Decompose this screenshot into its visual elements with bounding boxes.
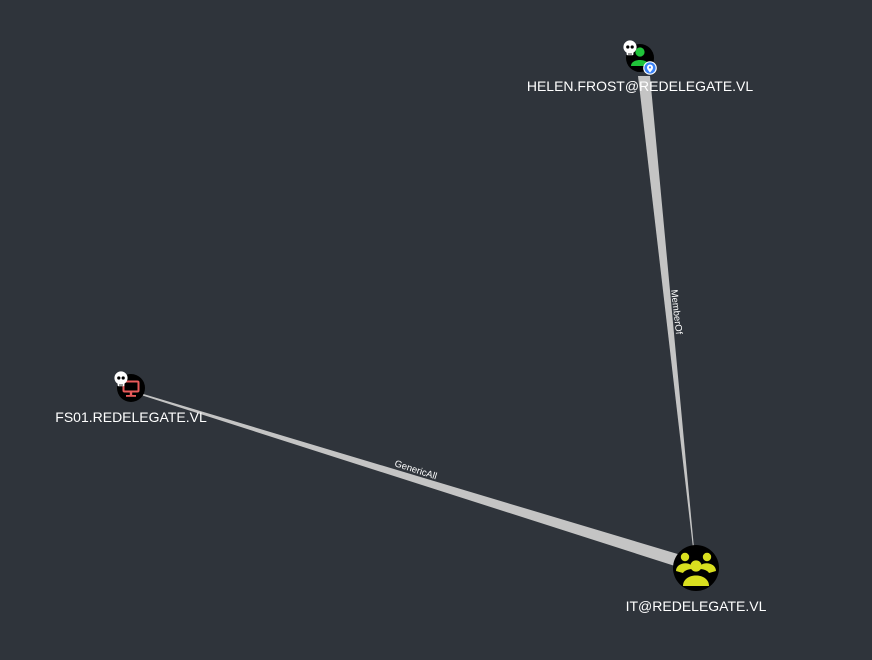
monitor-icon [122, 380, 140, 397]
node-label: IT@REDELEGATE.VL [626, 598, 767, 614]
node-it[interactable]: IT@REDELEGATE.VL [626, 545, 767, 614]
group-icon [676, 552, 716, 586]
edge-memberof[interactable]: MemberOf [638, 76, 694, 548]
edge-genericall[interactable]: GenericAll [140, 393, 681, 567]
edge-genericall-line[interactable] [140, 393, 681, 567]
skull-icon [114, 371, 128, 387]
map-pin-icon [643, 61, 657, 75]
node-fs01[interactable]: FS01.REDELEGATE.VL [55, 371, 207, 425]
node-label: FS01.REDELEGATE.VL [55, 409, 207, 425]
node-label: HELEN.FROST@REDELEGATE.VL [527, 78, 754, 94]
edge-memberof-line[interactable] [638, 76, 694, 548]
skull-icon [623, 40, 637, 56]
node-helen-frost[interactable]: HELEN.FROST@REDELEGATE.VL [527, 40, 754, 94]
edge-memberof-label: MemberOf [668, 289, 684, 335]
